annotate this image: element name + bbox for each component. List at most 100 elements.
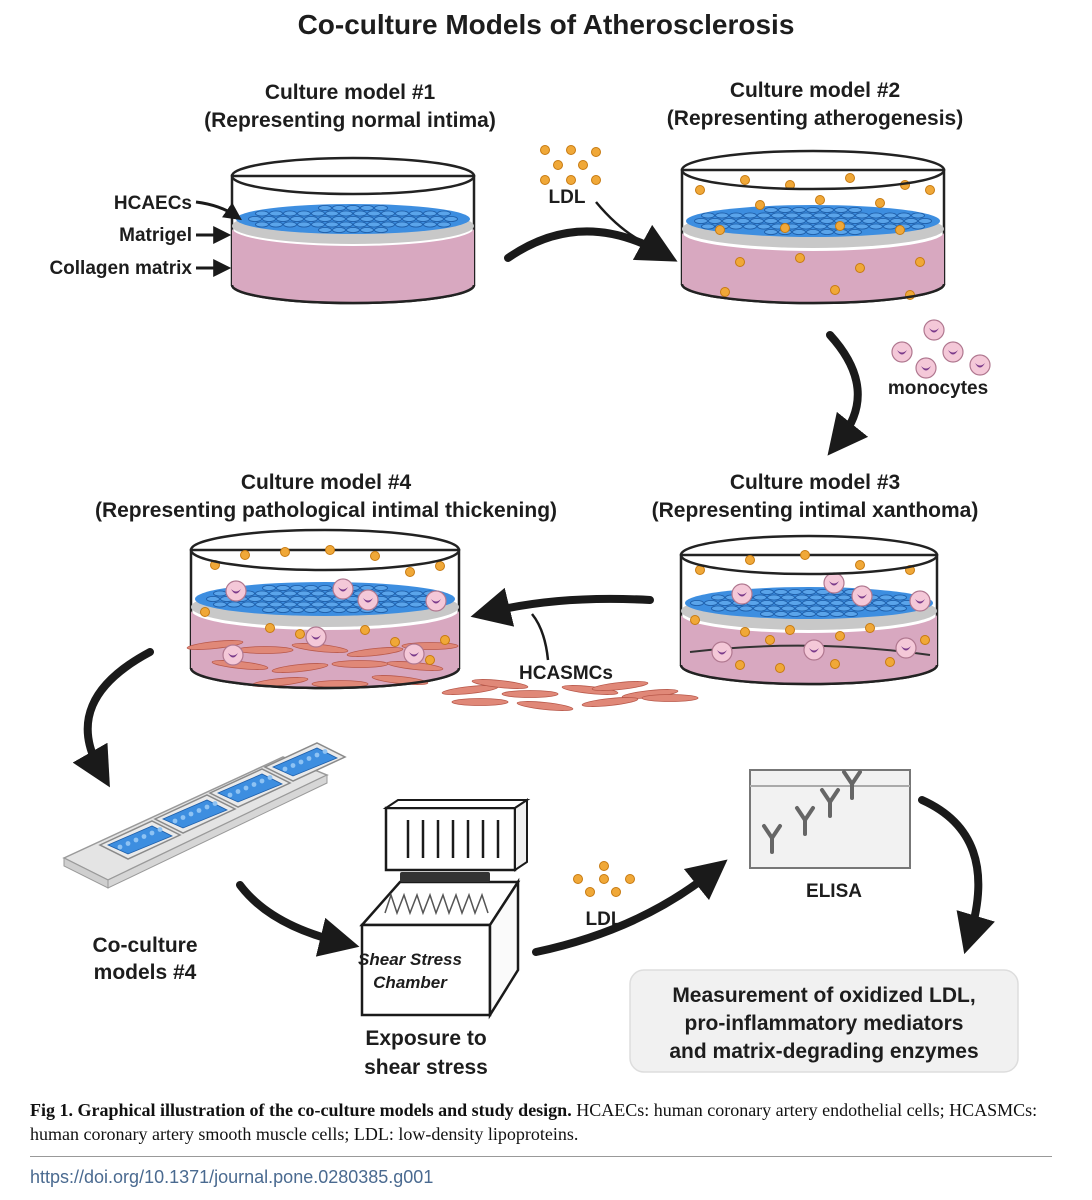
- endothelial-cell: [430, 215, 444, 223]
- endothelial-cell: [437, 221, 451, 228]
- monocyte: [222, 644, 244, 666]
- monocyte: [823, 572, 845, 594]
- endothelial-cell: [841, 212, 855, 219]
- endothelial-cell: [332, 226, 346, 234]
- ldl-particle: [405, 567, 415, 577]
- ldl-particle: [755, 200, 765, 210]
- ldl-particle: [695, 185, 705, 195]
- endothelial-cell: [395, 590, 409, 597]
- endothelial-cell: [409, 590, 423, 597]
- endothelial-cell: [813, 212, 827, 219]
- endothelial-cell: [774, 588, 788, 596]
- endothelial-cell: [862, 217, 876, 225]
- endothelial-cell: [711, 605, 725, 612]
- ldl-particle: [895, 225, 905, 235]
- measurement-line1: Measurement of oxidized LDL,: [672, 984, 975, 1007]
- endothelial-cell: [802, 610, 816, 618]
- endothelial-cell: [799, 212, 813, 219]
- endothelial-cell: [802, 599, 816, 607]
- endothelial-cell: [297, 590, 311, 597]
- endothelial-cell: [753, 605, 767, 612]
- ldl-particle: [425, 655, 435, 665]
- smooth-muscle-cell: [501, 690, 559, 698]
- endothelial-cell: [444, 215, 458, 223]
- endothelial-cell: [767, 594, 781, 601]
- endothelial-cell: [304, 606, 318, 614]
- endothelial-cell: [346, 204, 360, 212]
- exposure-label-line2: shear stress: [364, 1056, 488, 1079]
- endothelial-cell: [764, 217, 778, 225]
- ldl-particle: [625, 874, 635, 884]
- monocytes: [711, 572, 931, 663]
- endothelial-cell: [353, 221, 367, 228]
- smooth-muscle-cell: [471, 679, 529, 689]
- monocyte: [731, 583, 753, 605]
- ldl-particle: [865, 623, 875, 633]
- ldl-particle: [885, 657, 895, 667]
- endothelial-cell: [904, 217, 918, 225]
- endothelial-cell: [388, 595, 402, 603]
- smooth-muscle-cell: [516, 701, 574, 711]
- endothelial-cell: [318, 595, 332, 603]
- ldl-particle: [785, 625, 795, 635]
- endothelial-cell: [269, 601, 283, 608]
- endothelial-cell: [262, 606, 276, 614]
- endothelial-cell: [879, 605, 893, 612]
- endothelial-cell: [262, 595, 276, 603]
- ldl-particle: [740, 175, 750, 185]
- endothelial-cell: [409, 221, 423, 228]
- smooth-muscle-cell: [186, 640, 244, 650]
- ldl-particle: [585, 887, 595, 897]
- monocyte: [915, 357, 937, 379]
- endothelial-cell: [318, 215, 332, 223]
- ldl-particle: [566, 145, 576, 155]
- exposure-label-line1: Exposure to: [365, 1027, 486, 1050]
- endothelial-cell: [837, 594, 851, 601]
- endothelial-cell: [437, 210, 451, 217]
- endothelial-cell: [883, 212, 897, 219]
- endothelial-cell: [374, 584, 388, 592]
- endothelial-cell: [781, 594, 795, 601]
- ldl-particle: [800, 550, 810, 560]
- monocyte: [851, 585, 873, 607]
- endothelial-cell: [834, 206, 848, 214]
- endothelial-cell: [701, 223, 715, 230]
- endothelial-cell: [367, 221, 381, 228]
- flow-channel: [384, 892, 489, 916]
- endothelial-cell: [318, 204, 332, 212]
- endothelial-cell: [283, 590, 297, 597]
- monocytes: [222, 578, 447, 666]
- endothelial-cell: [374, 226, 388, 234]
- endothelial-cell: [837, 605, 851, 612]
- endothelial-cell: [283, 601, 297, 608]
- endothelial-cell: [290, 595, 304, 603]
- endothelial-cell: [360, 215, 374, 223]
- ldl-particles: [695, 173, 935, 300]
- endothelial-cell: [816, 610, 830, 618]
- ldl-particle: [599, 874, 609, 884]
- endothelial-cell: [855, 223, 869, 230]
- endothelial-cell: [788, 610, 802, 618]
- endothelial-cell: [395, 601, 409, 608]
- endothelial-cell: [911, 212, 925, 219]
- endothelial-cell: [883, 223, 897, 230]
- ldl-particle: [435, 561, 445, 571]
- endothelial-cell: [318, 584, 332, 592]
- endothelial-cell: [283, 210, 297, 217]
- smooth-muscle-cell: [331, 660, 389, 668]
- hcasmcs-connector: [531, 613, 550, 661]
- endothelial-cell: [701, 212, 715, 219]
- monocyte: [942, 341, 964, 363]
- doi-link[interactable]: https://doi.org/10.1371/journal.pone.028…: [30, 1167, 434, 1187]
- chamber-lid-slots: [406, 820, 500, 858]
- endothelial-cell: [367, 210, 381, 217]
- ldl-particle: [835, 221, 845, 231]
- endothelial-cell: [381, 590, 395, 597]
- endothelial-cell: [255, 210, 269, 217]
- ldl-particle: [440, 635, 450, 645]
- caption-divider: [30, 1156, 1052, 1157]
- chamber-slide: [62, 742, 347, 889]
- endothelial-cell: [409, 601, 423, 608]
- ldl-particle: [740, 627, 750, 637]
- endothelial-cell: [848, 228, 862, 236]
